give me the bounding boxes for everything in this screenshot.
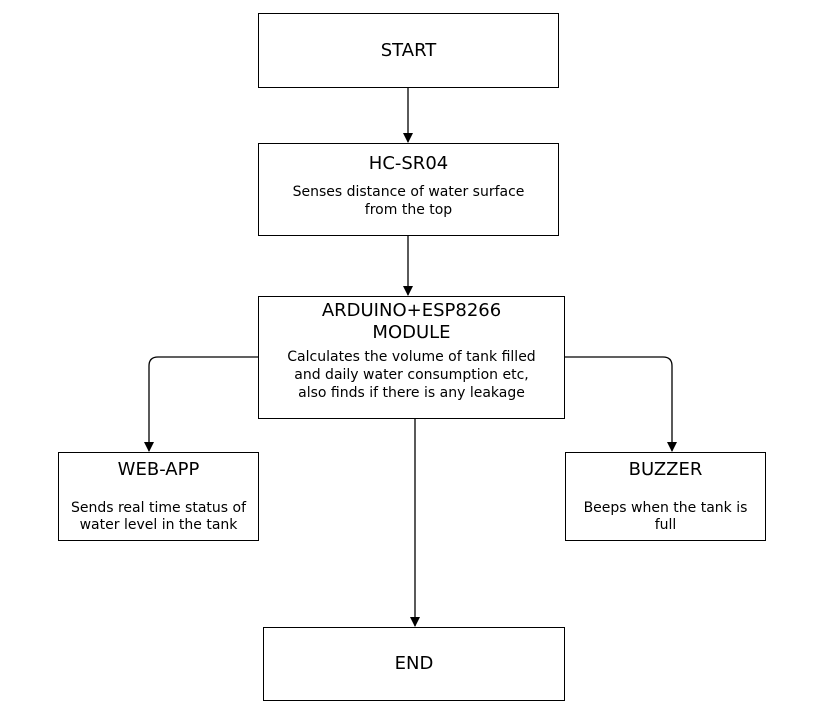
- arduino-esp8266-node: ARDUINO+ESP8266 MODULE Calculates the vo…: [258, 296, 565, 419]
- hc-sr04-description: Senses distance of water surface from th…: [259, 183, 558, 219]
- buzzer-title: BUZZER: [628, 459, 703, 480]
- hc-sr04-description-line-2: from the top: [364, 202, 453, 218]
- end-node: END: [263, 627, 565, 701]
- arduino-esp8266-description-line-2: and daily water consumption etc,: [294, 367, 529, 383]
- arduino-esp8266-description-line-3: also finds if there is any leakage: [298, 385, 525, 401]
- arduino-esp8266-title-line-1: ARDUINO+ESP8266: [321, 300, 502, 321]
- buzzer-description-line-2: full: [654, 517, 677, 533]
- buzzer-description-line-1: Beeps when the tank is: [583, 500, 748, 516]
- hc-sr04-node: HC-SR04 Senses distance of water surface…: [258, 143, 559, 236]
- hc-sr04-description-line-1: Senses distance of water surface: [292, 184, 525, 200]
- arrow-mcu-to-web: [144, 356, 258, 452]
- web-app-title: WEB-APP: [117, 459, 200, 480]
- arduino-esp8266-description: Calculates the volume of tank filled and…: [259, 348, 564, 402]
- end-title: END: [394, 653, 434, 674]
- web-app-description-line-2: water level in the tank: [79, 517, 238, 533]
- start-title: START: [380, 39, 437, 61]
- web-app-node: WEB-APP Sends real time status of water …: [58, 452, 259, 541]
- arduino-esp8266-description-line-1: Calculates the volume of tank filled: [287, 349, 536, 365]
- buzzer-node: BUZZER Beeps when the tank is full: [565, 452, 766, 541]
- arrow-mcu-to-buzzer: [565, 356, 677, 452]
- web-app-description: Sends real time status of water level in…: [59, 500, 258, 534]
- buzzer-description: Beeps when the tank is full: [566, 500, 765, 534]
- web-app-description-line-1: Sends real time status of: [70, 500, 247, 516]
- arduino-esp8266-title-line-2: MODULE: [372, 322, 451, 343]
- start-node: START: [258, 13, 559, 88]
- hc-sr04-title: HC-SR04: [368, 153, 449, 174]
